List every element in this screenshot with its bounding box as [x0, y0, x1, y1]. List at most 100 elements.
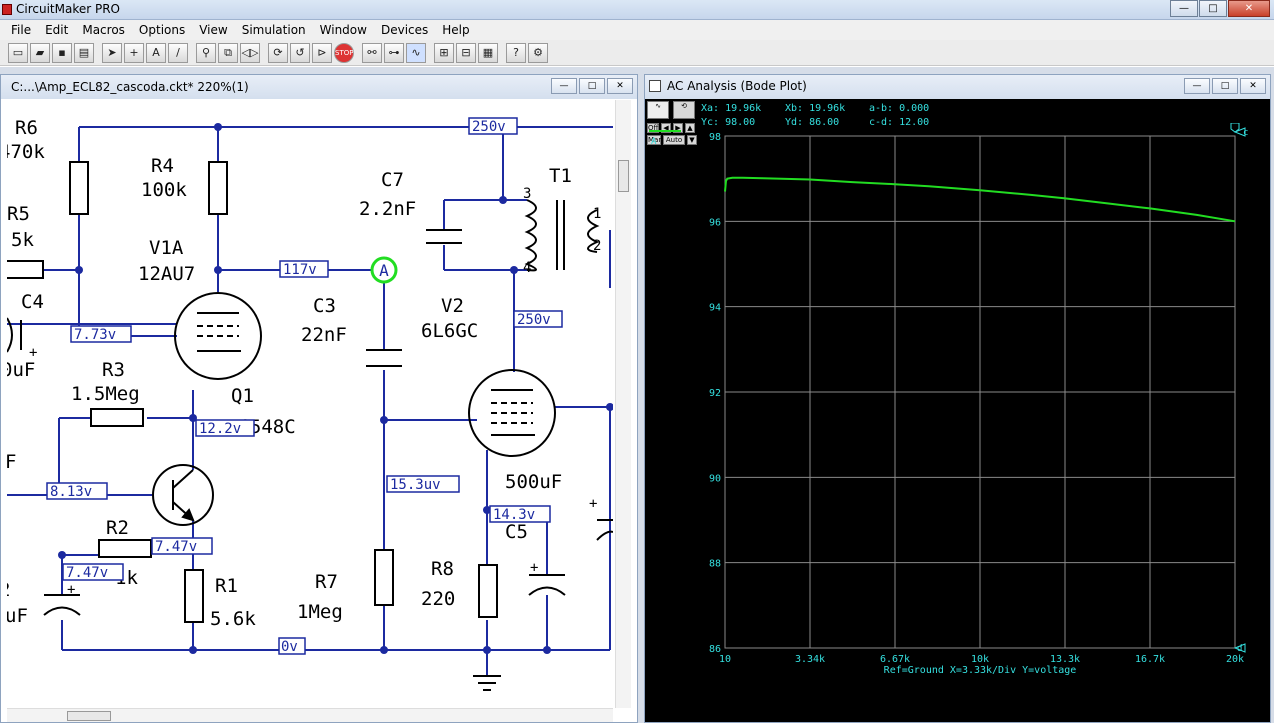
probe-icon[interactable]: /: [168, 42, 188, 63]
schematic-horizontal-scrollbar[interactable]: [7, 708, 613, 722]
menu-help[interactable]: Help: [442, 23, 470, 37]
stop-icon[interactable]: STOP: [334, 42, 354, 63]
netlist-icon[interactable]: ⊞: [434, 42, 454, 63]
ref-c4: C4: [21, 291, 44, 313]
new-icon[interactable]: ▭: [8, 42, 28, 63]
probe-marker[interactable]: [370, 256, 398, 284]
x-tick-label: 10k: [971, 654, 989, 665]
y-tick-label: 98: [709, 132, 721, 143]
settings-icon[interactable]: ⚙: [528, 42, 548, 63]
transformer-t1: [524, 199, 600, 272]
val-c3: 22nF: [301, 324, 347, 346]
component-labels: R6 470k R4 100k R5 5k V1A 12AU7 C4 0uF C…: [7, 117, 572, 630]
undo-icon[interactable]: ↺: [290, 42, 310, 63]
schematic-canvas[interactable]: A R6 470k R4 100k R5 5k V1A 12AU7 C4 0uF…: [7, 100, 613, 708]
open-icon[interactable]: ▰: [30, 42, 50, 63]
readout-cd: c-d: 12.00: [869, 117, 930, 128]
readout-xa: Xa: 19.96k: [701, 103, 762, 114]
zoom-icon[interactable]: ⚲: [196, 42, 216, 63]
close-button[interactable]: ✕: [1228, 0, 1270, 17]
help-icon[interactable]: ?: [506, 42, 526, 63]
left-icon[interactable]: ◀: [661, 123, 671, 133]
schematic-vertical-scrollbar[interactable]: [615, 100, 631, 708]
schematic-minimize-button[interactable]: —: [551, 78, 577, 94]
app-title: CircuitMaker PRO: [16, 2, 121, 16]
x-tick-label: 10: [719, 654, 731, 665]
ref-c7: C7: [381, 169, 404, 191]
junctions: [55, 123, 613, 654]
svg-text:2: 2: [593, 238, 601, 254]
series-line: [724, 176, 1236, 223]
val-r3: 1.5Meg: [71, 383, 140, 405]
auto-button[interactable]: Auto: [663, 135, 685, 145]
val-r5: 5k: [11, 229, 34, 251]
save-icon[interactable]: ▪: [52, 42, 72, 63]
partial-label-f: F: [7, 451, 16, 473]
waveform-icon[interactable]: ∿: [406, 42, 426, 63]
waveform-mode-icon[interactable]: ∿: [647, 101, 669, 119]
minimize-button[interactable]: —: [1170, 0, 1198, 17]
maximize-button[interactable]: □: [1199, 0, 1227, 17]
ref-r5: R5: [7, 203, 30, 225]
scope-icon[interactable]: ⊶: [384, 42, 404, 63]
menu-window[interactable]: Window: [319, 23, 367, 37]
man-button[interactable]: Man: [647, 135, 663, 145]
ref-c3: C3: [313, 295, 336, 317]
bom-icon[interactable]: ⊟: [456, 42, 476, 63]
voltage-label: 250v: [472, 119, 506, 135]
menu-edit[interactable]: Edit: [45, 23, 69, 37]
voltage-label: 250v: [517, 312, 551, 328]
menu-simulation[interactable]: Simulation: [241, 23, 306, 37]
scroll-thumb[interactable]: [618, 160, 629, 192]
schematic-close-button[interactable]: ✕: [607, 78, 633, 94]
step-icon[interactable]: ⊳: [312, 42, 332, 63]
voltage-label: 15.3uv: [390, 477, 441, 493]
bode-minimize-button[interactable]: —: [1184, 78, 1210, 94]
menu-devices[interactable]: Devices: [380, 23, 429, 37]
val-c4: 0uF: [7, 359, 35, 381]
menu-macros[interactable]: Macros: [82, 23, 125, 37]
reset-icon[interactable]: ⟲: [673, 101, 695, 119]
wire-icon[interactable]: +: [124, 42, 144, 63]
transistor-q1: [152, 464, 214, 526]
menu-view[interactable]: View: [199, 23, 228, 37]
bode-plot-area[interactable]: ∿ ⟲ Off ◀ ▶ ▲ Man Auto ▼ Xa: 19.96k Xb: …: [645, 99, 1270, 722]
y-tick-label: 94: [709, 303, 721, 314]
ref-q1: Q1: [231, 385, 254, 407]
scroll-thumb[interactable]: [67, 711, 111, 721]
print-icon[interactable]: ▤: [74, 42, 94, 63]
right-icon[interactable]: ▶: [673, 123, 683, 133]
schematic-title-bar: C:...\Amp_ECL82_cascoda.ckt* 220%(1) — □…: [1, 75, 637, 99]
schematic-maximize-button[interactable]: □: [579, 78, 605, 94]
off-button[interactable]: Off: [647, 123, 659, 133]
voltage-label: 8.13v: [50, 484, 92, 500]
x-tick-label: 13.3k: [1050, 654, 1080, 665]
voltage-label: 14.3v: [493, 507, 535, 523]
ref-v1a: V1A: [149, 237, 184, 259]
bode-maximize-button[interactable]: □: [1212, 78, 1238, 94]
capacitors: [7, 229, 613, 616]
svg-text:+: +: [29, 345, 37, 361]
probe-label: A: [379, 261, 389, 280]
val-c5: 500uF: [505, 471, 562, 493]
down-icon[interactable]: ▼: [687, 135, 697, 145]
copy-icon[interactable]: ⧉: [218, 42, 238, 63]
bode-close-button[interactable]: ✕: [1240, 78, 1266, 94]
probe-tool-icon[interactable]: ⚯: [362, 42, 382, 63]
parts-icon[interactable]: ▦: [478, 42, 498, 63]
val-r1: 5.6k: [210, 608, 256, 630]
menu-options[interactable]: Options: [138, 23, 186, 37]
ref-r7: R7: [315, 571, 338, 593]
arrow-icon[interactable]: ➤: [102, 42, 122, 63]
voltage-label: 7.47v: [155, 539, 197, 555]
readout-yc: Yc: 98.00: [701, 117, 756, 128]
mirror-icon[interactable]: ◁▷: [240, 42, 260, 63]
menu-bar: File Edit Macros Options View Simulation…: [0, 20, 1274, 40]
voltage-labels: 250v 117v 7.73v 250v 12.2v 8.13v 15.3uv …: [46, 117, 563, 655]
up-icon[interactable]: ▲: [685, 123, 695, 133]
menu-file[interactable]: File: [11, 23, 32, 37]
text-icon[interactable]: A: [146, 42, 166, 63]
val-v2: 6L6GC: [421, 320, 478, 342]
ref-r6: R6: [15, 117, 38, 139]
rotate-icon[interactable]: ⟳: [268, 42, 288, 63]
